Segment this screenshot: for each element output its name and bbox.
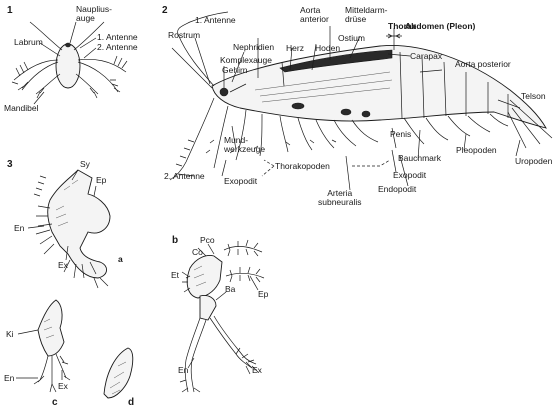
label-aorta-posterior: Aorta posterior [455,59,511,69]
limb-d-drawing [103,347,134,399]
label-ostium: Ostium [338,33,365,43]
label-antenna-1-p2: 1. Antenne [195,15,236,25]
label-exopodite-b: Exopodit [393,170,427,180]
limb-c-drawing [16,299,71,393]
label-arteria-subneuralis: Arteria subneuralis [318,188,362,207]
label-en-c: En [4,373,15,383]
label-ki: Ki [6,329,14,339]
label-labrum: Labrum [14,37,43,47]
label-nauplius-eye: Nauplius- auge [76,4,112,23]
label-et: Et [171,270,180,280]
panel-c-letter: c [52,397,58,408]
label-uropods: Uropoden [515,156,553,166]
label-co: Co [192,247,203,257]
label-aorta-anterior: Aorta anterior [300,5,329,24]
label-pco: Pco [200,235,215,245]
label-ba: Ba [225,284,236,294]
label-antenna-2-p1: 2. Antenne [97,42,138,52]
label-pleopods: Pleopoden [456,145,497,155]
label-mandible: Mandibel [4,103,39,113]
label-ep-3a: Ep [96,175,107,185]
label-a: a [118,254,123,264]
label-heart: Herz [286,43,304,53]
label-endopodite: Endopodit [378,184,417,194]
panel-2-number: 2 [162,5,168,16]
label-ex-c: Ex [58,381,68,391]
label-thoracopods: Thorakopoden [275,161,330,171]
panel-3-number: 3 [7,159,13,170]
label-abdomen: Abdomen (Pleon) [405,21,476,31]
label-ventral-cord: Bauchmark [398,153,441,163]
label-sy: Sy [80,159,90,169]
label-antenna-1-p1: 1. Antenne [97,32,138,42]
label-mouthparts: Mund- werkzeuge [224,135,266,154]
label-en-b: En [178,365,189,375]
label-carapace: Carapax [410,51,443,61]
label-ex-b: Ex [252,365,262,375]
label-ep-b: Ep [258,289,269,299]
label-penis: Penis [390,129,412,139]
nauplius-larva-drawing [11,21,128,105]
label-testes: Hoden [315,43,341,53]
label-ex-3a: Ex [58,260,68,270]
limb-a-drawing [27,169,111,289]
label-telson: Telson [521,91,546,101]
panel-1-number: 1 [7,5,13,16]
euphausiid-drawing [169,11,553,191]
panel-d-letter: d [128,397,135,408]
label-exopodite-a: Exopodit [224,176,258,186]
label-nephridia: Nephridien [233,42,275,52]
label-brain: Gehirn [222,65,248,75]
label-thorax: Thorax [388,21,417,31]
limb-b-drawing [179,239,265,393]
panel-b-letter: b [172,235,179,246]
label-en-3a: En [14,223,25,233]
label-rostrum: Rostrum [168,30,201,40]
label-compound-eye: Komplexauge [220,55,272,65]
label-midgut-gland: Mitteldarm- drüse [345,5,388,24]
label-antenna-2-p2: 2. Antenne [164,171,205,181]
